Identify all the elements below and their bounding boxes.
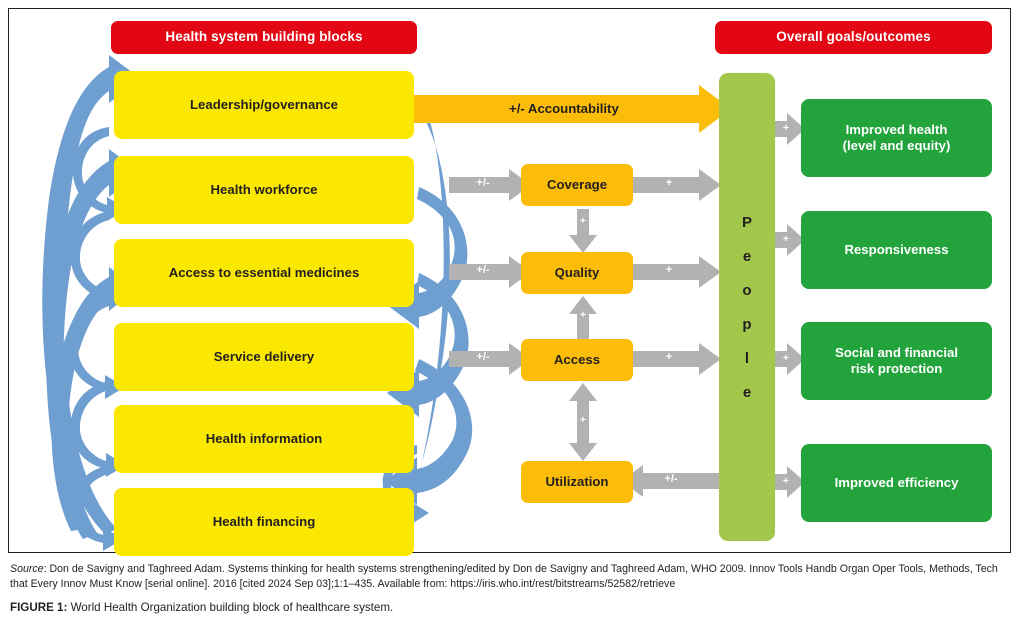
goal-improved-efficiency[interactable]: Improved efficiency [801, 444, 992, 522]
blue-arrow-sweep-2 [46, 149, 142, 539]
goal-improved-health-line-2: (level and equity) [842, 138, 951, 153]
people-letter-p1: P [741, 213, 752, 231]
building-block-service-delivery[interactable]: Service delivery [114, 323, 414, 391]
header-goals-outcomes: Overall goals/outcomes [715, 21, 992, 54]
gray-arrow-coverage-people [633, 169, 721, 201]
goal-responsiveness[interactable]: Responsiveness [801, 211, 992, 289]
gray-arrow-quality-people [633, 256, 721, 288]
blue-loop-1 [72, 127, 127, 221]
accountability-label: +/- Accountability [509, 101, 619, 116]
gray-arrows-mid-vertical [569, 209, 597, 461]
people-column[interactable]: P e o p l e [719, 73, 775, 541]
gray-arrow-to-access [449, 343, 531, 375]
intermediate-box-coverage[interactable]: Coverage [521, 164, 633, 206]
gray-arrows-mid-to-people [621, 169, 721, 497]
figure-caption: FIGURE 1: World Health Organization buil… [10, 601, 1010, 614]
people-letter-p2: p [742, 315, 752, 333]
goal-improved-health[interactable]: Improved health (level and equity) [801, 99, 992, 177]
intermediate-box-quality[interactable]: Quality [521, 252, 633, 294]
gray-arrow-people-goal-2 [773, 224, 805, 256]
building-block-health-financing[interactable]: Health financing [114, 488, 414, 556]
header-building-blocks: Health system building blocks [111, 21, 417, 54]
gray-arrow-people-utilization [621, 465, 721, 497]
people-letter-o: o [742, 281, 752, 299]
people-letter-e2: e [742, 383, 752, 401]
blue-loop-5 [70, 465, 123, 551]
goal-improved-efficiency-line-1: Improved efficiency [834, 474, 959, 490]
gray-arrow-people-goal-1 [773, 113, 805, 145]
goal-improved-health-line-1: Improved health [845, 121, 948, 137]
intermediate-box-access[interactable]: Access [521, 339, 633, 381]
gray-arrow-access-quality [569, 296, 597, 340]
source-citation: Source: Don de Savigny and Taghreed Adam… [10, 562, 1010, 592]
gray-arrows-people-to-goals [773, 113, 805, 498]
building-block-health-workforce[interactable]: Health workforce [114, 156, 414, 224]
source-body: : Don de Savigny and Taghreed Adam. Syst… [10, 563, 998, 591]
blue-loop-2 [70, 211, 126, 307]
figure-number-label: FIGURE 1: [10, 601, 68, 615]
blue-loop-3 [68, 297, 125, 399]
building-block-leadership-governance[interactable]: Leadership/governance [114, 71, 414, 139]
people-letter-e1: e [742, 247, 752, 265]
gray-arrow-to-quality [449, 256, 531, 288]
left-feedback-arrows [42, 55, 142, 551]
figure-frame: +/- +/- +/- + + + +/- + + + + + + + +/- … [8, 8, 1011, 556]
goal-social-risk-line-2: risk protection [850, 361, 943, 376]
goal-social-financial-risk-protection[interactable]: Social and financial risk protection [801, 322, 992, 400]
gray-arrow-coverage-quality [569, 209, 597, 253]
gray-arrow-people-goal-3 [773, 343, 805, 375]
goal-responsiveness-line-1: Responsiveness [844, 241, 949, 257]
intermediate-box-utilization[interactable]: Utilization [521, 461, 633, 503]
building-block-health-information[interactable]: Health information [114, 405, 414, 473]
figure-caption-text: World Health Organization building block… [67, 601, 394, 615]
caption-area: Source: Don de Savigny and Taghreed Adam… [10, 562, 1010, 614]
goal-social-risk-line-1: Social and financial [834, 344, 959, 360]
gray-arrows-blocks-to-mid [449, 169, 531, 375]
building-block-access-essential-medicines[interactable]: Access to essential medicines [114, 239, 414, 307]
accountability-arrow [409, 85, 731, 133]
gray-arrow-to-coverage [449, 169, 531, 201]
gray-arrow-access-utilization [569, 383, 597, 461]
source-label: Source [10, 563, 44, 575]
gray-arrow-access-people [633, 343, 721, 375]
blue-loop-4 [70, 381, 126, 477]
people-letter-l: l [744, 349, 750, 367]
gray-arrow-people-goal-4 [773, 466, 805, 498]
